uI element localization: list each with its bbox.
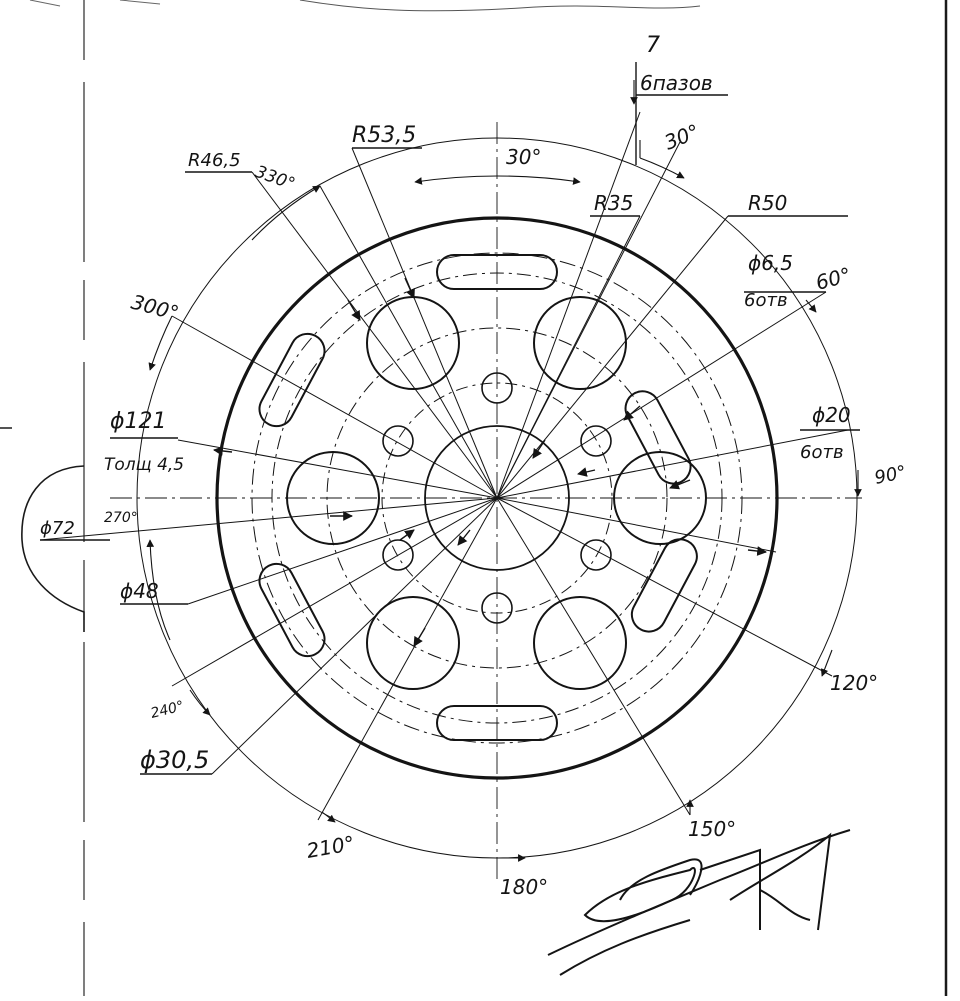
angle-120: 120° bbox=[830, 671, 878, 695]
angle-90: 90° bbox=[873, 462, 909, 489]
d121-label: ϕ121 bbox=[110, 409, 167, 434]
angle-60: 60° bbox=[813, 262, 853, 294]
angle-30-outer: 30° bbox=[661, 119, 703, 155]
d305-label: ϕ30,5 bbox=[140, 746, 209, 774]
signature bbox=[547, 829, 851, 976]
slots bbox=[258, 254, 698, 741]
angle-240: 240° bbox=[149, 698, 186, 722]
d65-count-label: 6отв bbox=[744, 290, 788, 311]
r46-label: R46,5 bbox=[188, 150, 241, 171]
label-leaders bbox=[40, 62, 860, 775]
radial-leaders bbox=[39, 111, 849, 821]
centre-lines bbox=[110, 122, 862, 880]
d20-label: ϕ20 bbox=[812, 403, 851, 427]
d72-label: ϕ72 bbox=[40, 518, 75, 539]
d48-label: ϕ48 bbox=[120, 579, 159, 603]
angle-150: 150° bbox=[688, 817, 736, 841]
thickness-label: Толщ 4,5 bbox=[104, 455, 184, 475]
d20-count-label: 6отв bbox=[800, 442, 844, 463]
angle-270: 270° bbox=[104, 510, 138, 526]
leader-arrows bbox=[213, 277, 767, 647]
large-holes-d20 bbox=[286, 296, 707, 690]
r35-label: R35 bbox=[594, 191, 633, 215]
angle-210: 210° bbox=[305, 831, 357, 863]
angle-300: 300° bbox=[129, 290, 182, 326]
dimension-labels: 7 6пазов R46,5 R53,5 R35 R50 ϕ6,5 6отв ϕ… bbox=[40, 33, 908, 899]
slots-note: 6пазов bbox=[640, 71, 713, 95]
r50-label: R50 bbox=[748, 191, 787, 215]
r53-label: R53,5 bbox=[352, 123, 416, 148]
angle-30-inner: 30° bbox=[506, 145, 541, 169]
top-mark: 7 bbox=[646, 33, 660, 58]
d65-label: ϕ6,5 bbox=[748, 251, 793, 275]
angle-330: 330° bbox=[252, 162, 297, 195]
small-holes-d6-5 bbox=[382, 372, 612, 624]
angle-180: 180° bbox=[500, 875, 548, 899]
angle-dimension-arcs bbox=[146, 80, 862, 862]
